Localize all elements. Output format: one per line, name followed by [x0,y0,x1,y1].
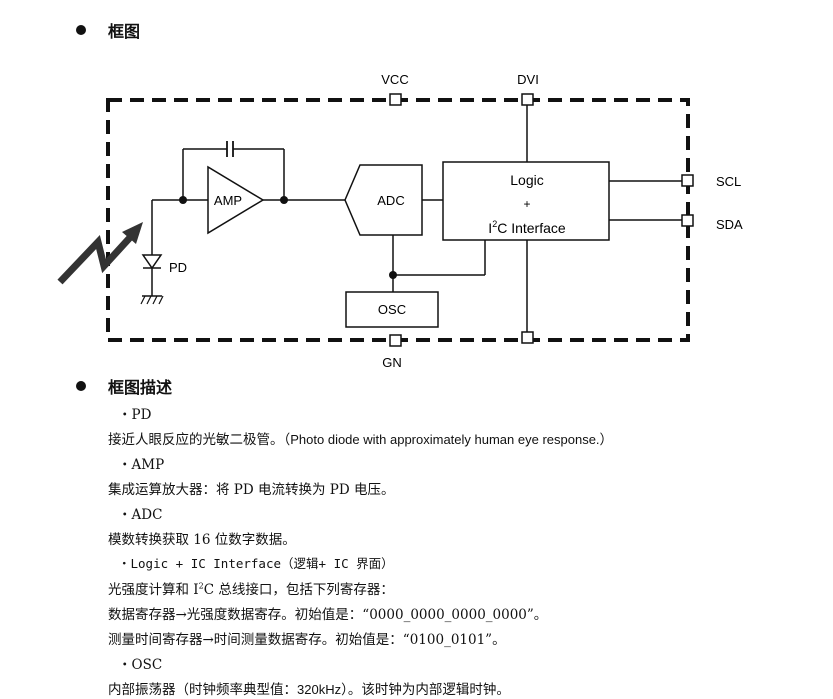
pin-logic-bottom [521,331,534,344]
pin-gnd [389,334,402,347]
section-title: 框图 [108,22,141,41]
pin-label-vcc: VCC [381,72,408,87]
osc-label: OSC [378,302,406,317]
item-pd-desc: 接近人眼反应的光敏二极管。（Photo diode with approxima… [108,432,614,448]
section-heading-block-diagram: 框图 [76,18,140,42]
i2c-interface-label: I2C Interface [488,219,566,236]
pin-label-dvi: DVI [517,72,539,87]
pin-dvi [521,93,534,106]
ground-icon [140,295,164,305]
light-arrow-icon [57,229,138,285]
pin-sda [681,214,694,227]
block-diagram: VCC DVI SCL SDA GN PD AMP ADC Logic + I2… [57,72,743,370]
item-adc-desc: 模数转换获取 16 位数字数据。 [108,532,296,548]
item-amp-desc: 集成运算放大器：将 PD 电流转换为 PD 电压。 [108,482,395,498]
item-pd-bullet: ・PD [118,407,152,423]
item-osc-desc: 内部振荡器（时钟频率典型值：320kHz）。该时钟为内部逻辑时钟。 [108,682,510,698]
bullet-dot-icon [76,381,86,391]
item-logic-desc-3: 测量时间寄存器→时间测量数据寄存。初始值是：“0100_0101”。 [108,632,506,648]
pin-label-scl: SCL [716,174,741,189]
pin-vcc [389,93,402,106]
logic-plus-label: + [523,197,530,211]
amp-label: AMP [214,193,242,208]
photodiode-icon [141,254,163,270]
section-heading-description: 框图描述 [76,374,172,398]
osc-block [345,291,439,328]
item-logic-desc-2: 数据寄存器→光强度数据寄存。初始值是：“0000_0000_0000_0000”… [108,607,548,623]
item-adc-bullet: ・ADC [118,507,163,523]
item-osc-bullet: ・OSC [118,657,163,673]
pd-label: PD [169,260,187,275]
logic-label: Logic [510,172,543,188]
light-arrowhead-icon [122,222,143,244]
item-amp-bullet: ・AMP [118,457,165,473]
adc-label: ADC [377,193,404,208]
logic-block [442,161,610,241]
item-logic-bullet: ・Logic + IC Interface（逻辑+ IC 界面） [118,556,394,571]
pin-label-sda: SDA [716,217,743,232]
pin-label-gnd: GN [382,355,402,370]
item-logic-desc-1: 光强度计算和 I2C 总线接口，包括下列寄存器： [108,581,394,599]
bullet-dot-icon [76,25,86,35]
amp-block [207,165,265,235]
pin-scl [681,174,694,187]
section-title: 框图描述 [108,378,173,397]
